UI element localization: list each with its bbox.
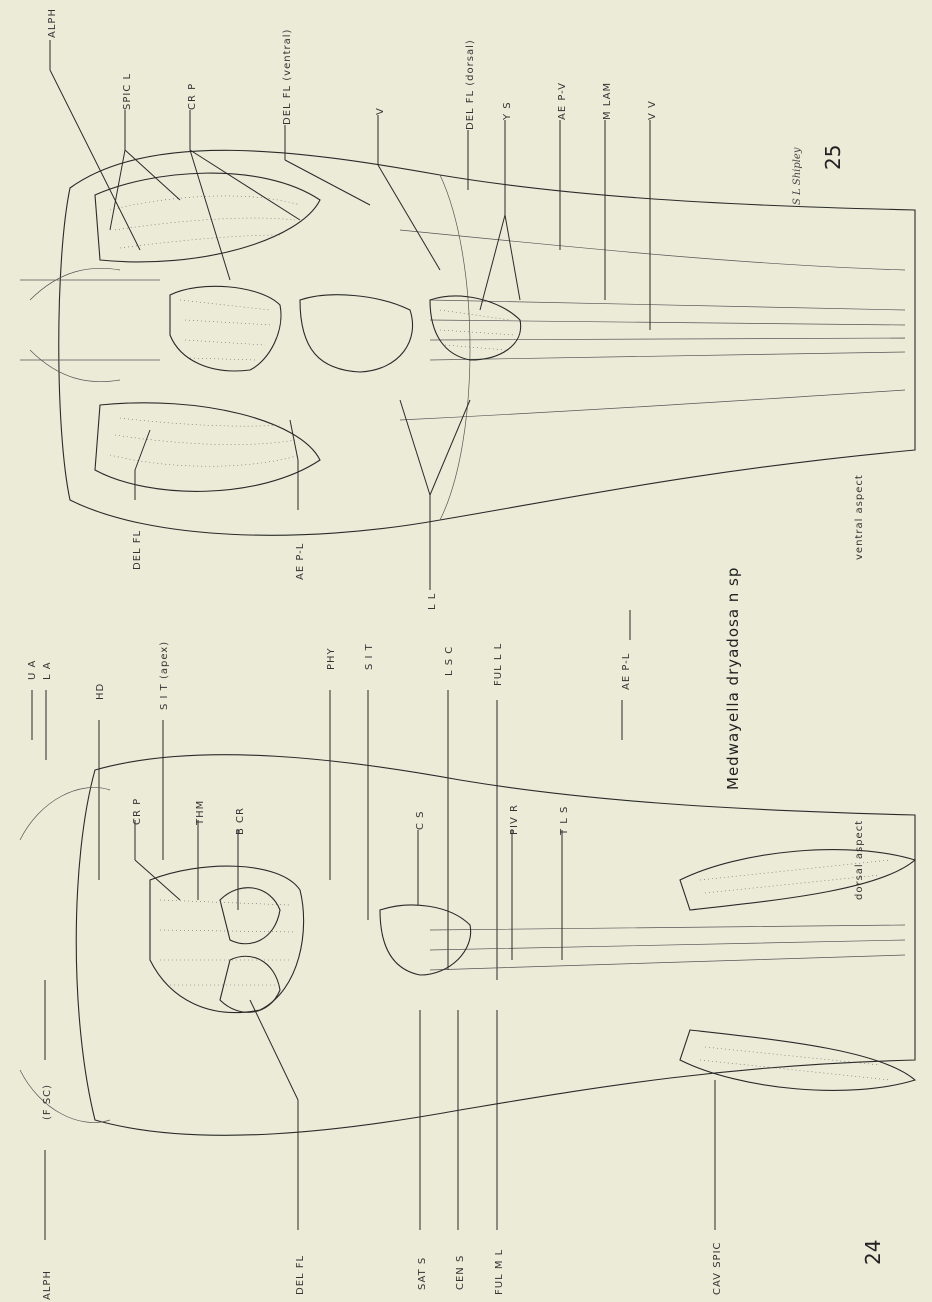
label-ful-m-l: FUL M L bbox=[494, 1249, 505, 1295]
signature: S L Shipley bbox=[792, 147, 803, 205]
label-ys: Y S bbox=[502, 101, 513, 121]
figure-24-drawing bbox=[20, 755, 915, 1136]
label-cen-s: CEN S bbox=[455, 1255, 466, 1290]
label-phy: PHY bbox=[326, 647, 337, 670]
label-del-fl-dorsal: DEL FL (dorsal) bbox=[465, 39, 476, 130]
label-bcr: B CR bbox=[235, 807, 246, 835]
label-alph-v: ALPH bbox=[47, 8, 58, 38]
label-hd: HD bbox=[95, 683, 106, 700]
figure-25-leaders bbox=[50, 40, 650, 590]
label-spic-l: SPIC L bbox=[122, 73, 133, 110]
label-v: V bbox=[375, 107, 386, 115]
aspect-label-ventral: ventral aspect bbox=[854, 474, 865, 560]
figure-24-leaders bbox=[45, 820, 715, 1240]
label-del-fl-ventral: DEL FL (ventral) bbox=[282, 29, 293, 125]
label-thm: THM bbox=[195, 800, 206, 826]
label-ae-p-v: AE P-V bbox=[557, 82, 568, 120]
label-sit: S I T bbox=[364, 643, 375, 670]
label-cav-spic: CAV SPIC bbox=[712, 1241, 723, 1295]
label-alph-d: ALPH bbox=[42, 1270, 53, 1300]
label-ae-p-l-v: AE P-L bbox=[295, 543, 306, 580]
label-la: L A bbox=[42, 661, 53, 680]
label-del-fl-v: DEL FL bbox=[132, 530, 143, 570]
aspect-label-dorsal: dorsal aspect bbox=[854, 820, 865, 900]
label-fulll: FUL L L bbox=[493, 643, 504, 686]
label-ua: U A bbox=[27, 660, 38, 680]
middle-labels: U A L A HD S I T (apex) PHY S I T L S C … bbox=[27, 567, 742, 980]
label-m-lam: M LAM bbox=[602, 82, 613, 120]
label-ae-p-l-mid: AE P-L bbox=[621, 653, 632, 690]
figure-24-labels: (F SC) ALPH CR P THM B CR C S PIV R T L … bbox=[42, 798, 885, 1300]
label-piv-r: PIV R bbox=[509, 804, 520, 835]
label-tls: T L S bbox=[559, 806, 570, 836]
label-cs: C S bbox=[415, 810, 426, 830]
label-ll: L L bbox=[427, 593, 438, 610]
figure-25-drawing bbox=[20, 150, 915, 535]
species-title: Medwayella dryadosa n sp bbox=[724, 567, 742, 790]
label-fsc: (F SC) bbox=[42, 1084, 53, 1120]
label-cr-p-v: CR P bbox=[187, 83, 198, 110]
figure-number-24: 24 bbox=[861, 1240, 885, 1265]
figure-number-25: 25 bbox=[821, 145, 845, 170]
label-cr-p-d: CR P bbox=[132, 798, 143, 825]
label-lsc: L S C bbox=[444, 646, 455, 676]
label-del-fl-d: DEL FL bbox=[295, 1255, 306, 1295]
label-vv: V V bbox=[647, 100, 658, 120]
label-sat-s: SAT S bbox=[417, 1257, 428, 1290]
label-sit-apex: S I T (apex) bbox=[159, 641, 170, 710]
